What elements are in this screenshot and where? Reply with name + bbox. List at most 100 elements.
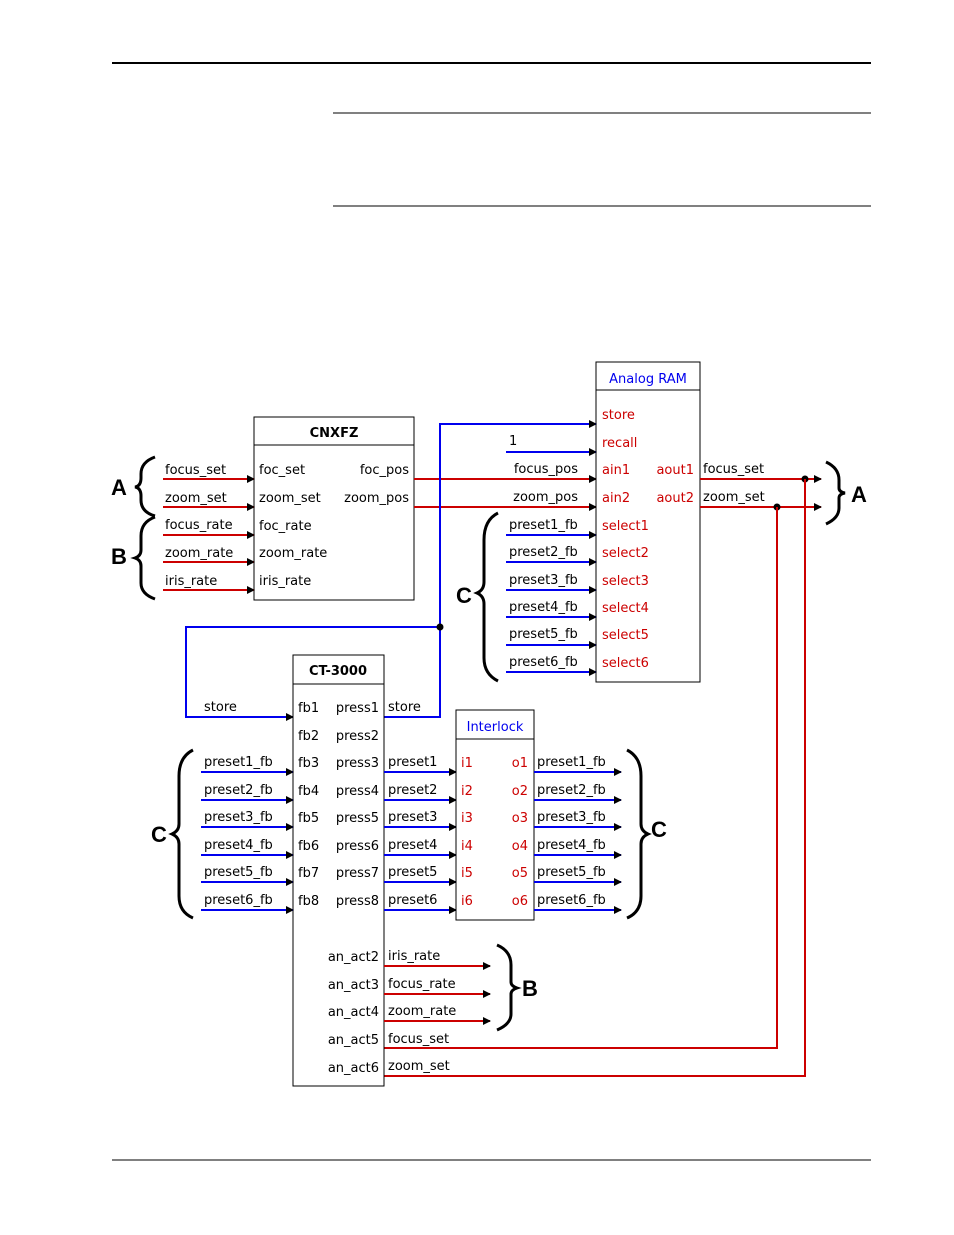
sig-interlock-out-3: preset3_fb [537, 810, 606, 825]
sig-ram-in-recall: 1 [509, 434, 517, 449]
ct-in-fb2: fb2 [298, 729, 319, 744]
sig-ram-out-2: zoom_set [703, 490, 765, 505]
group-c-interlock-right: C [651, 817, 667, 842]
ram-in-store: store [602, 408, 635, 423]
ram-in-select5: select5 [602, 628, 649, 643]
sig-ct-fb-4: preset4_fb [204, 838, 273, 853]
ct-out-press7: press7 [336, 866, 379, 881]
sig-interlock-out-6: preset6_fb [537, 893, 606, 908]
sig-ct-fb-3: preset3_fb [204, 810, 273, 825]
interlock-in-2: i2 [461, 784, 473, 799]
sig-ram-preset2: preset2_fb [509, 545, 578, 560]
group-a-left: A [111, 475, 127, 500]
ram-in-select3: select3 [602, 574, 649, 589]
interlock-in-3: i3 [461, 811, 473, 826]
brace-b-left [130, 515, 156, 601]
sig-ram-in-focus-pos: focus_pos [514, 462, 578, 477]
interlock-out-3: o3 [512, 811, 528, 826]
interlock-out-1: o1 [512, 756, 528, 771]
sig-cnxfz-in-4: zoom_rate [165, 546, 233, 561]
ct-out-press8: press8 [336, 894, 379, 909]
interlock-in-5: i5 [461, 866, 473, 881]
cnxfz-in-4: zoom_rate [259, 546, 327, 561]
ram-in-select6: select6 [602, 656, 649, 671]
sig-ct-press-1: preset1 [388, 755, 437, 770]
group-b-left: B [111, 544, 127, 569]
interlock-out-6: o6 [512, 894, 528, 909]
ct-fb-input-wires: preset1_fb preset2_fb preset3_fb preset4… [201, 755, 294, 914]
sig-ct-fb-5: preset5_fb [204, 865, 273, 880]
brace-b-right [496, 943, 522, 1032]
sig-ct-press-3: preset3 [388, 810, 437, 825]
cnxfz-block: CNXFZ foc_set zoom_set foc_rate zoom_rat… [253, 416, 415, 601]
ct-in-fb1: fb1 [298, 701, 319, 716]
sig-interlock-out-4: preset4_fb [537, 838, 606, 853]
group-b-right: B [522, 976, 538, 1001]
ct-analog-output-wires: iris_rate focus_rate zoom_rate focus_set… [384, 949, 491, 1074]
ct-out-an-act2: an_act2 [328, 950, 379, 965]
sig-ct-press-6: preset6 [388, 893, 437, 908]
interlock-block: Interlock i1 i2 i3 i4 i5 i6 o1 o2 o3 o4 … [455, 709, 535, 921]
ram-in-select2: select2 [602, 546, 649, 561]
ct-out-an-act5: an_act5 [328, 1033, 379, 1048]
cnxfz-in-5: iris_rate [259, 574, 311, 589]
sig-ram-preset4: preset4_fb [509, 600, 578, 615]
interlock-output-wires: preset1_fb preset2_fb preset3_fb preset4… [534, 755, 622, 914]
ram-in-recall: recall [602, 436, 637, 451]
group-c-ct-left: C [151, 822, 167, 847]
ram-out-aout2: aout2 [656, 491, 694, 506]
ram-in-ain1: ain1 [602, 463, 630, 478]
cnxfz-to-ram-wires: focus_pos zoom_pos [414, 462, 597, 511]
sig-ct-press-5: preset5 [388, 865, 437, 880]
sig-interlock-out-1: preset1_fb [537, 755, 606, 770]
ct-out-an-act3: an_act3 [328, 978, 379, 993]
ct-out-an-act6: an_act6 [328, 1061, 379, 1076]
ct-out-press1: press1 [336, 701, 379, 716]
ct-in-fb6: fb6 [298, 839, 319, 854]
sig-cnxfz-in-1: focus_set [165, 463, 226, 478]
cnxfz-in-1: foc_set [259, 463, 305, 478]
ct-in-fb4: fb4 [298, 784, 319, 799]
interlock-out-2: o2 [512, 784, 528, 799]
sig-interlock-out-5: preset5_fb [537, 865, 606, 880]
ct3000-title: CT-3000 [309, 664, 367, 679]
sig-ct-fb-2: preset2_fb [204, 783, 273, 798]
cnxfz-in-3: foc_rate [259, 519, 312, 534]
brace-c-ram [473, 511, 499, 683]
sig-ct-an-3: zoom_rate [388, 1004, 456, 1019]
analog-ram-block: Analog RAM store recall ain1 ain2 select… [595, 361, 701, 683]
brace-c-interlock-right [626, 748, 652, 920]
sig-ct-store-out: store [388, 700, 421, 715]
sig-ram-in-zoom-pos: zoom_pos [513, 490, 578, 505]
sig-ram-preset1: preset1_fb [509, 518, 578, 533]
analog-ram-title: Analog RAM [609, 372, 687, 387]
interlock-in-4: i4 [461, 839, 473, 854]
store-wire [185, 420, 597, 721]
brace-a-left [134, 455, 156, 518]
sig-ram-preset5: preset5_fb [509, 627, 578, 642]
cnxfz-in-2: zoom_set [259, 491, 321, 506]
ct-in-fb5: fb5 [298, 811, 319, 826]
ct-in-fb8: fb8 [298, 894, 319, 909]
ct-press-wires: preset1 preset2 preset3 preset4 preset5 … [384, 755, 457, 914]
sig-ct-press-4: preset4 [388, 838, 437, 853]
sig-cnxfz-in-3: focus_rate [165, 518, 233, 533]
group-c-ram: C [456, 583, 472, 608]
brace-a-right [825, 460, 846, 526]
cnxfz-title: CNXFZ [310, 426, 359, 441]
ram-select-wires: preset1_fb preset2_fb preset3_fb preset4… [506, 518, 597, 676]
group-a-right: A [851, 482, 867, 507]
ram-out-aout1: aout1 [656, 463, 694, 478]
ram-in-select1: select1 [602, 519, 649, 534]
ram-in-select4: select4 [602, 601, 649, 616]
sig-ct-store-in: store [204, 700, 237, 715]
interlock-in-1: i1 [461, 756, 473, 771]
ct-in-fb3: fb3 [298, 756, 319, 771]
cnxfz-input-wires: focus_set zoom_set focus_rate zoom_rate … [163, 463, 255, 594]
sig-ct-an-2: focus_rate [388, 977, 456, 992]
sig-cnxfz-in-2: zoom_set [165, 491, 227, 506]
sig-ct-an-5: zoom_set [388, 1059, 450, 1074]
sig-ram-out-1: focus_set [703, 462, 764, 477]
sig-ct-fb-1: preset1_fb [204, 755, 273, 770]
